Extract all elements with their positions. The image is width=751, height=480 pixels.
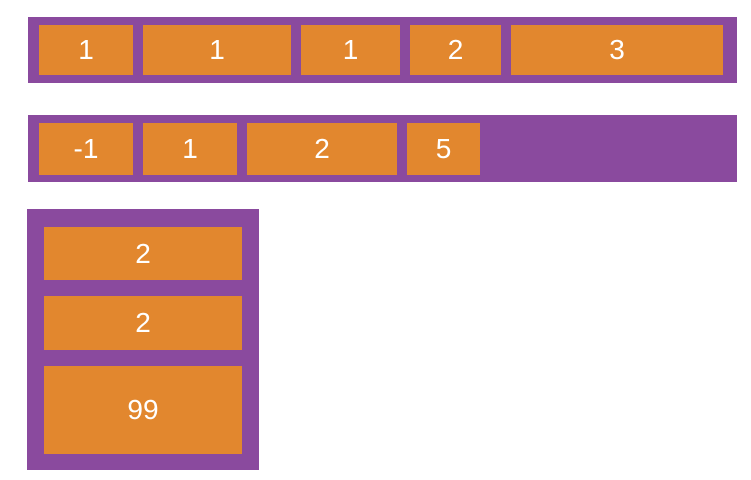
flex-item: 2 xyxy=(410,25,501,75)
flex-item: 1 xyxy=(39,25,133,75)
flex-item: 5 xyxy=(407,122,480,175)
flex-item: 1 xyxy=(301,25,400,75)
flex-container-row-2: -1 1 2 5 xyxy=(28,115,737,182)
flex-item: 2 xyxy=(44,296,242,350)
flex-item: 99 xyxy=(44,366,242,454)
flex-item: -1 xyxy=(39,122,133,175)
flex-item: 2 xyxy=(247,122,397,175)
flex-item: 1 xyxy=(143,122,237,175)
flex-container-column: 2 2 99 xyxy=(27,209,259,470)
flex-item: 3 xyxy=(511,25,723,75)
flex-container-row-1: 1 1 1 2 3 xyxy=(28,17,737,83)
flex-item: 1 xyxy=(143,25,291,75)
flex-item: 2 xyxy=(44,227,242,280)
